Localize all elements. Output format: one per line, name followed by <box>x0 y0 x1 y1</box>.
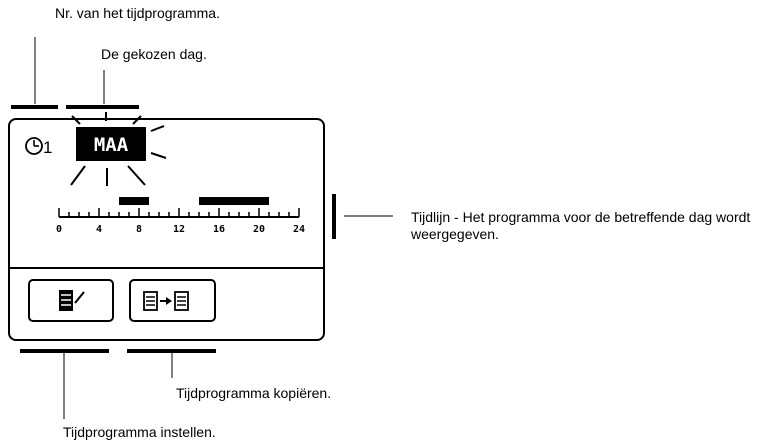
timeline-periods <box>119 197 269 205</box>
copy-program-callout: Tijdprogramma kopiëren. <box>176 385 332 401</box>
copy-schedule-icon <box>143 291 189 311</box>
chosen-day-callout: De gekozen dag. <box>101 46 207 62</box>
clock-icon <box>25 137 43 155</box>
set-program-callout: Tijdprogramma instellen. <box>63 424 216 440</box>
timeline: 0 4 8 12 16 20 24 <box>56 197 305 235</box>
timeline-indicator <box>332 194 336 239</box>
edit-schedule-icon <box>59 290 85 311</box>
copy-program-indicator <box>127 349 216 353</box>
day-indicator <box>66 105 139 109</box>
timeline-callout: Tijdlijn - Het programma voor de betreff… <box>411 209 751 242</box>
copy-program-button[interactable] <box>129 279 216 322</box>
timeline-tick-label: 8 <box>136 224 142 235</box>
timeline-tick-label: 0 <box>56 224 62 235</box>
day-highlight <box>76 127 146 161</box>
timeline-labels: 0 4 8 12 16 20 24 <box>56 224 305 235</box>
program-number-indicator <box>11 105 58 109</box>
timeline-active-period <box>119 197 149 205</box>
timeline-ticks <box>58 208 300 217</box>
set-program-indicator <box>20 349 109 353</box>
timeline-tick-label: 24 <box>293 224 305 235</box>
selected-day: MAA <box>94 134 129 156</box>
program-number: 1 <box>43 138 52 157</box>
program-number-callout: Nr. van het tijdprogramma. <box>55 5 220 21</box>
set-program-button[interactable] <box>28 279 114 322</box>
timeline-tick-label: 4 <box>96 224 102 235</box>
timeline-tick-label: 16 <box>213 224 225 235</box>
timeline-active-period <box>199 197 269 205</box>
timeline-tick-label: 12 <box>173 224 185 235</box>
timeline-tick-label: 20 <box>253 224 265 235</box>
blink-rays <box>70 112 167 186</box>
